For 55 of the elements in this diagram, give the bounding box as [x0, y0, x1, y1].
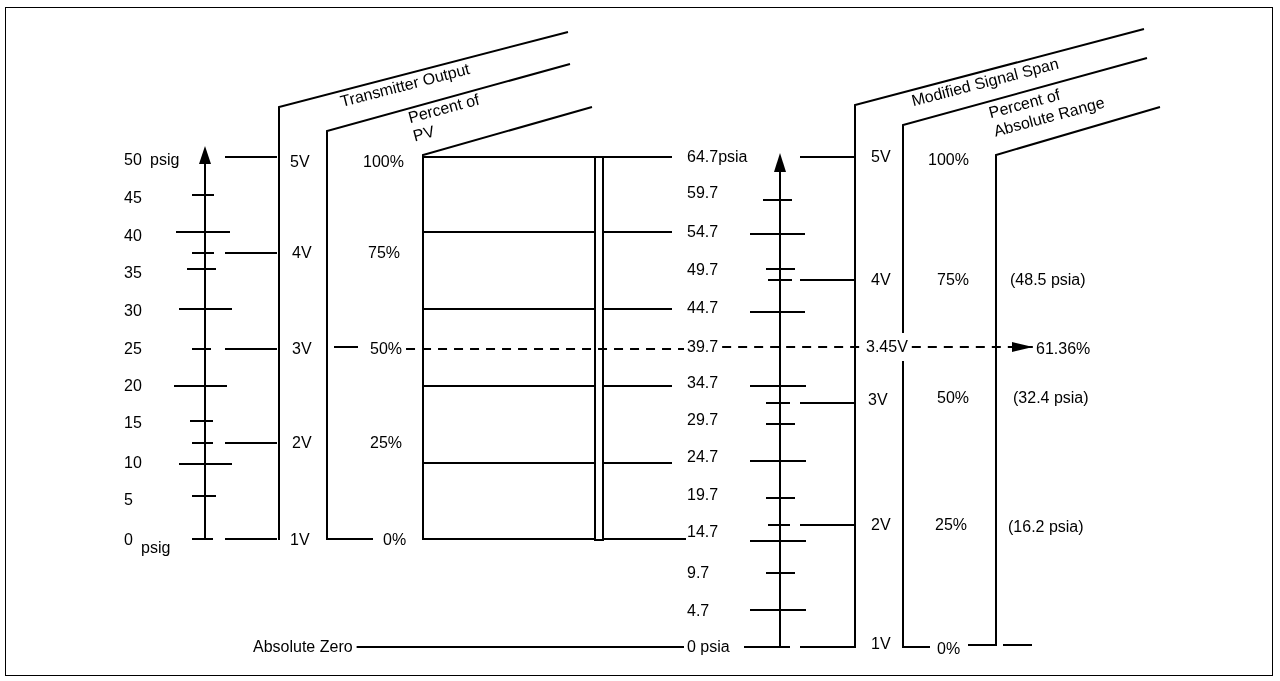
scale-value: 45: [124, 188, 142, 208]
scale-value: 1V: [871, 634, 891, 654]
value-label: 61.36%: [1036, 339, 1091, 359]
value-label: 0 psia: [687, 637, 730, 657]
scale-value: 5V: [871, 147, 891, 167]
scale-value: 34.7: [687, 373, 719, 393]
scale-value: 20: [124, 376, 142, 396]
scale-value: 4V: [292, 243, 312, 263]
scale-value: 25: [124, 339, 142, 359]
scale-value: psig: [141, 538, 171, 558]
scale-value: 14.7: [687, 522, 719, 542]
scale-value: 5V: [290, 152, 310, 172]
scale-value: 4V: [871, 270, 891, 290]
scale-value: 29.7: [687, 410, 719, 430]
value-label: 50%: [370, 339, 403, 359]
scale-value: 35: [124, 263, 142, 283]
scale-value: 3V: [868, 390, 888, 410]
scale-value: 100%: [928, 150, 969, 170]
scale-value: 25%: [935, 515, 968, 535]
scale-value: (32.4 psia): [1013, 388, 1089, 408]
scale-value: 50%: [937, 388, 970, 408]
value-label: Absolute Zero: [253, 637, 353, 657]
scale-value: 0: [124, 530, 133, 550]
connector-line: [355, 646, 685, 648]
scale-value: 75%: [368, 243, 401, 263]
value-label: 3.45V: [866, 337, 908, 357]
scale-value: 5: [124, 490, 133, 510]
scale-value: 24.7: [687, 447, 719, 467]
scale-value: 50: [124, 150, 142, 170]
scale-value: 2V: [292, 433, 312, 453]
scale-value: 75%: [937, 270, 970, 290]
scale-value: 25%: [370, 433, 403, 453]
scale-value: (48.5 psia): [1010, 270, 1086, 290]
scale-value: (16.2 psia): [1008, 517, 1084, 537]
scale-value: 54.7: [687, 222, 719, 242]
scale-value: 10: [124, 453, 142, 473]
scale-value: 100%: [363, 152, 404, 172]
scale-value: 30: [124, 301, 142, 321]
scale-value: 44.7: [687, 298, 719, 318]
scale-value: 19.7: [687, 485, 719, 505]
scale-value: 40: [124, 226, 142, 246]
scale-value: 15: [124, 413, 142, 433]
scale-value: 64.7psia: [687, 147, 748, 167]
scale-value: 9.7: [687, 563, 710, 583]
scale-value: 4.7: [687, 601, 710, 621]
scale-value: 0%: [937, 639, 961, 659]
scale-value: 1V: [290, 530, 310, 550]
scale-value: 49.7: [687, 260, 719, 280]
scale-value: 59.7: [687, 183, 719, 203]
scale-value: 3V: [292, 339, 312, 359]
dashed-arrow: [910, 342, 1034, 352]
value-label: 39.7: [687, 337, 719, 357]
scale-value: psig: [150, 150, 180, 170]
scale-value: 2V: [871, 515, 891, 535]
scale-value: 0%: [383, 530, 407, 550]
